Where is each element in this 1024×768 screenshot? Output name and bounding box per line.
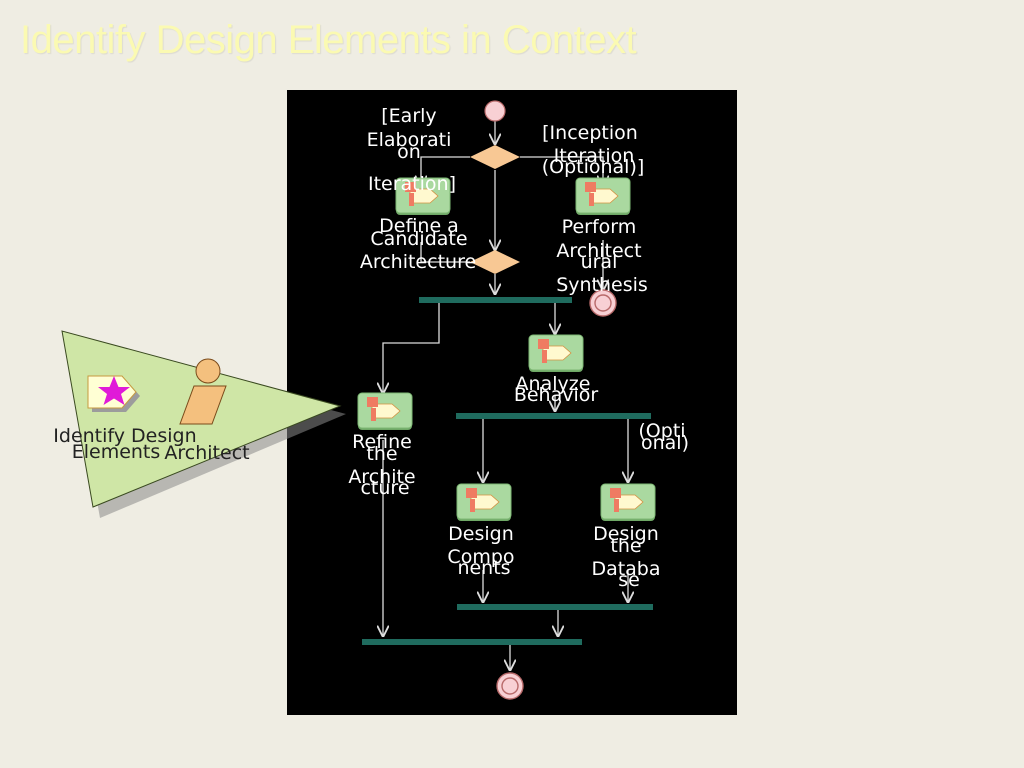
initial-node (484, 100, 506, 122)
architect-role-icon (179, 358, 227, 425)
activity-label-refine-architecture: Refine the Archite cture (348, 431, 421, 499)
sync-bar-4 (362, 639, 582, 645)
callout-activity-label: Identify Design Elements (53, 425, 202, 463)
sync-bar-3 (457, 604, 653, 610)
decision-node-top (470, 145, 520, 169)
activity-icon-perform-synthesis (575, 177, 631, 215)
diagram-panel (287, 90, 737, 715)
activity-icon-define-candidate (395, 177, 451, 215)
callout-role-label: Architect (164, 442, 249, 464)
activity-label-define-candidate: Define a Candidate Architecture (360, 215, 476, 273)
final-node-end (496, 672, 524, 700)
activity-icon-design-components (456, 483, 512, 521)
decision-node-merge (470, 250, 520, 274)
star-icon (98, 376, 130, 405)
guard-optional: (Opti onal) (638, 420, 691, 454)
activity-icon-refine-architecture (357, 392, 413, 430)
activity-label-design-database: Design the Databa se (591, 523, 666, 591)
flow-lines (383, 121, 628, 670)
activity-icon-analyze-behavior (528, 334, 584, 372)
sync-bar-2 (456, 413, 651, 419)
activity-label-design-components: Design Compo nents (447, 523, 520, 579)
guard-early-elaboration: [Early Elaborati on Iteration] (367, 105, 458, 195)
slide-title: Identify Design Elements in Context (20, 18, 637, 62)
activity-icon-design-database (600, 483, 656, 521)
sync-bar-1 (419, 297, 572, 303)
activity-label-perform-synthesis: Perform Architect ural Synthesis (556, 216, 648, 296)
final-node-synthesis (589, 289, 617, 317)
guard-inception-optional: [Inception Iteration (Optional)] (542, 122, 645, 178)
activity-label-analyze-behavior: Analyze Behavior (514, 373, 599, 406)
